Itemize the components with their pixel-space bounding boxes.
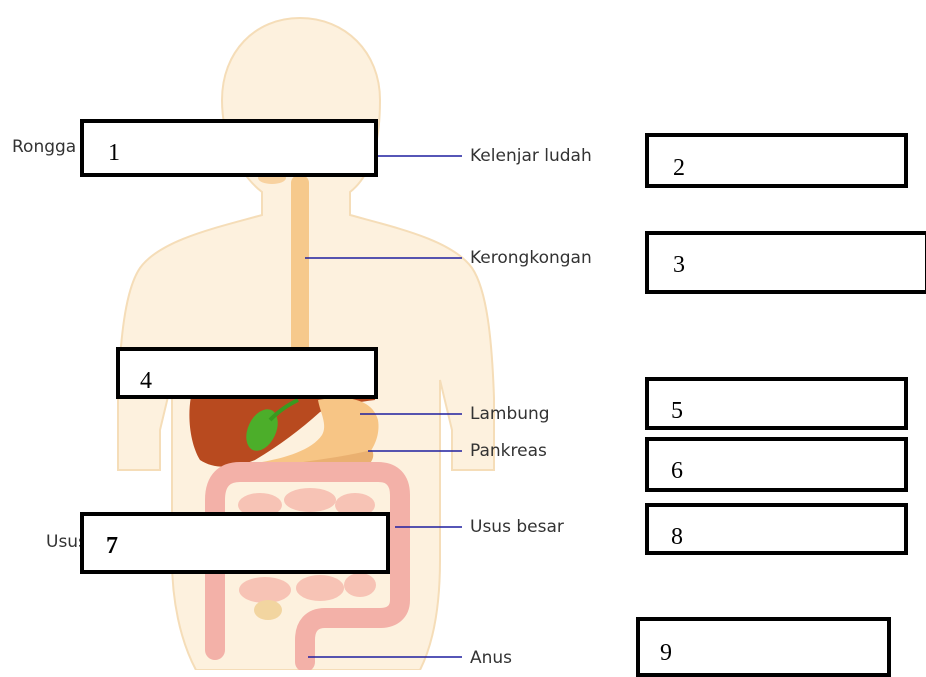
- answer-box-3[interactable]: 3: [645, 231, 926, 294]
- box-number-4: 4: [140, 369, 152, 393]
- label-pankreas: Pankreas: [470, 441, 547, 461]
- answer-box-6[interactable]: 6: [645, 437, 908, 492]
- answer-box-5[interactable]: 5: [645, 377, 908, 430]
- box-number-1: 1: [108, 141, 120, 165]
- esophagus: [291, 175, 309, 375]
- answer-box-8[interactable]: 8: [645, 503, 908, 555]
- label-usus-besar: Usus besar: [470, 517, 564, 537]
- answer-box-4[interactable]: 4: [116, 347, 378, 399]
- label-anus: Anus: [470, 648, 512, 668]
- label-kelenjar-ludah: Kelenjar ludah: [470, 146, 592, 166]
- box-number-2: 2: [673, 156, 685, 180]
- box-number-6: 6: [671, 459, 683, 483]
- answer-box-9[interactable]: 9: [636, 617, 891, 677]
- answer-box-1[interactable]: 1: [80, 119, 378, 177]
- label-kerongkongan: Kerongkongan: [470, 248, 592, 268]
- box-number-7: 7: [106, 534, 118, 558]
- answer-box-2[interactable]: 2: [645, 133, 908, 188]
- box-number-8: 8: [671, 525, 683, 549]
- box-number-3: 3: [673, 253, 685, 277]
- label-lambung: Lambung: [470, 404, 550, 424]
- answer-box-7[interactable]: 7: [80, 512, 390, 574]
- box-number-9: 9: [660, 641, 672, 665]
- box-number-5: 5: [671, 399, 683, 423]
